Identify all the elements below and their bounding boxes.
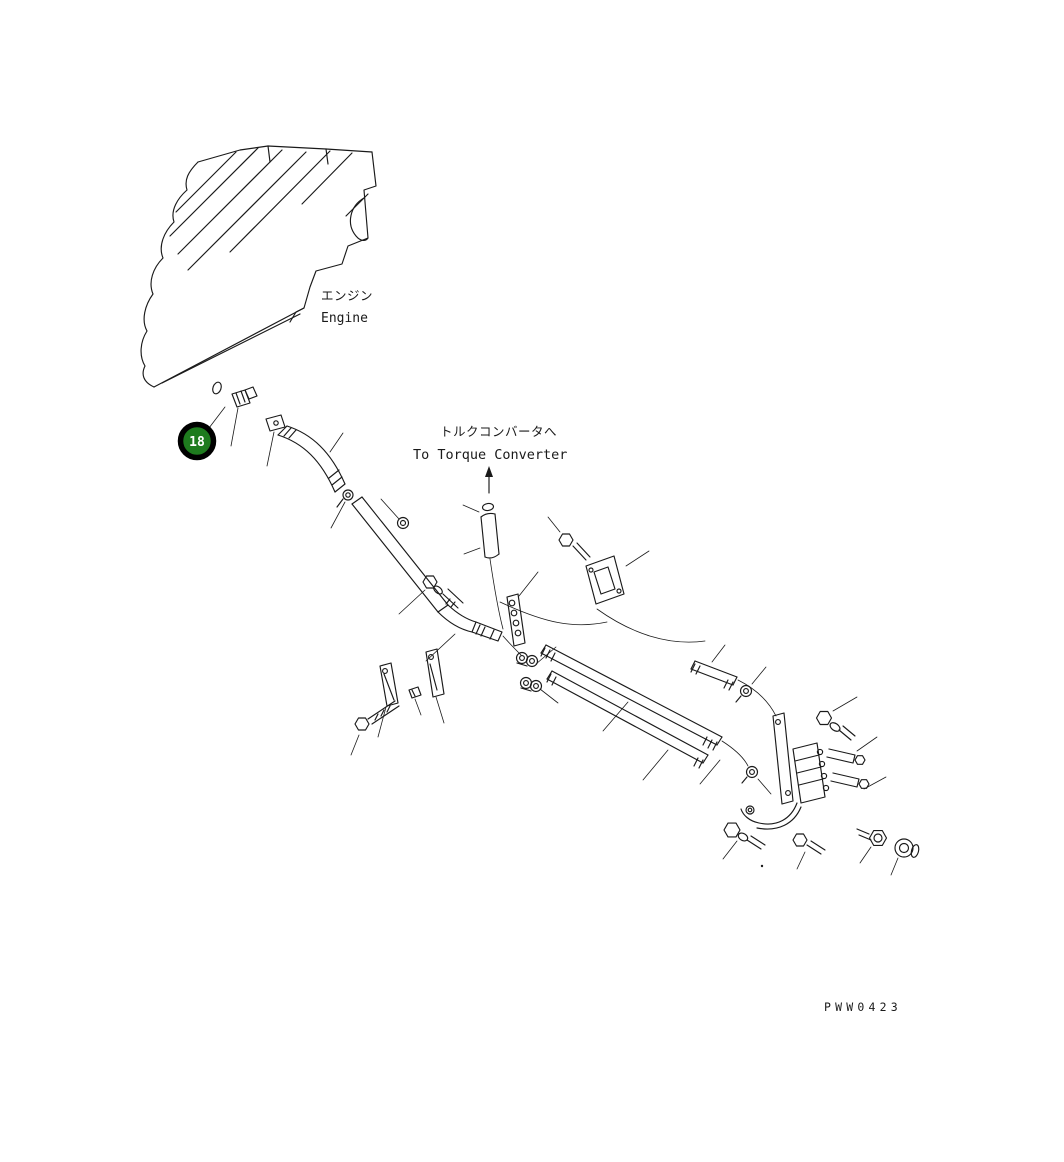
callout-balloon-18[interactable]: 18 xyxy=(177,421,217,461)
engine-label-en: Engine xyxy=(321,311,368,326)
engine-fitting-assembly xyxy=(212,381,354,508)
engine-outline xyxy=(140,145,377,388)
callout-number: 18 xyxy=(189,435,205,450)
engine-label-jp: エンジン xyxy=(321,288,373,303)
torque-converter-label-jp: トルクコンバータへ xyxy=(440,424,557,439)
drawing-code: PWW0423 xyxy=(824,1000,902,1014)
manifold-assembly xyxy=(723,710,920,858)
clamp-plate-stack xyxy=(506,593,543,693)
steel-pipe-assembly xyxy=(351,496,522,656)
callout-balloon-circle[interactable] xyxy=(177,421,217,461)
direction-arrow-icon xyxy=(485,466,493,494)
bracket-plates xyxy=(354,648,445,731)
leader-lines xyxy=(208,406,899,876)
long-hose-assembly xyxy=(540,644,777,784)
torque-converter-tube xyxy=(480,502,504,630)
flange-bracket xyxy=(558,533,625,605)
stray-dot xyxy=(760,864,764,868)
torque-converter-label-en: To Torque Converter xyxy=(413,447,567,463)
